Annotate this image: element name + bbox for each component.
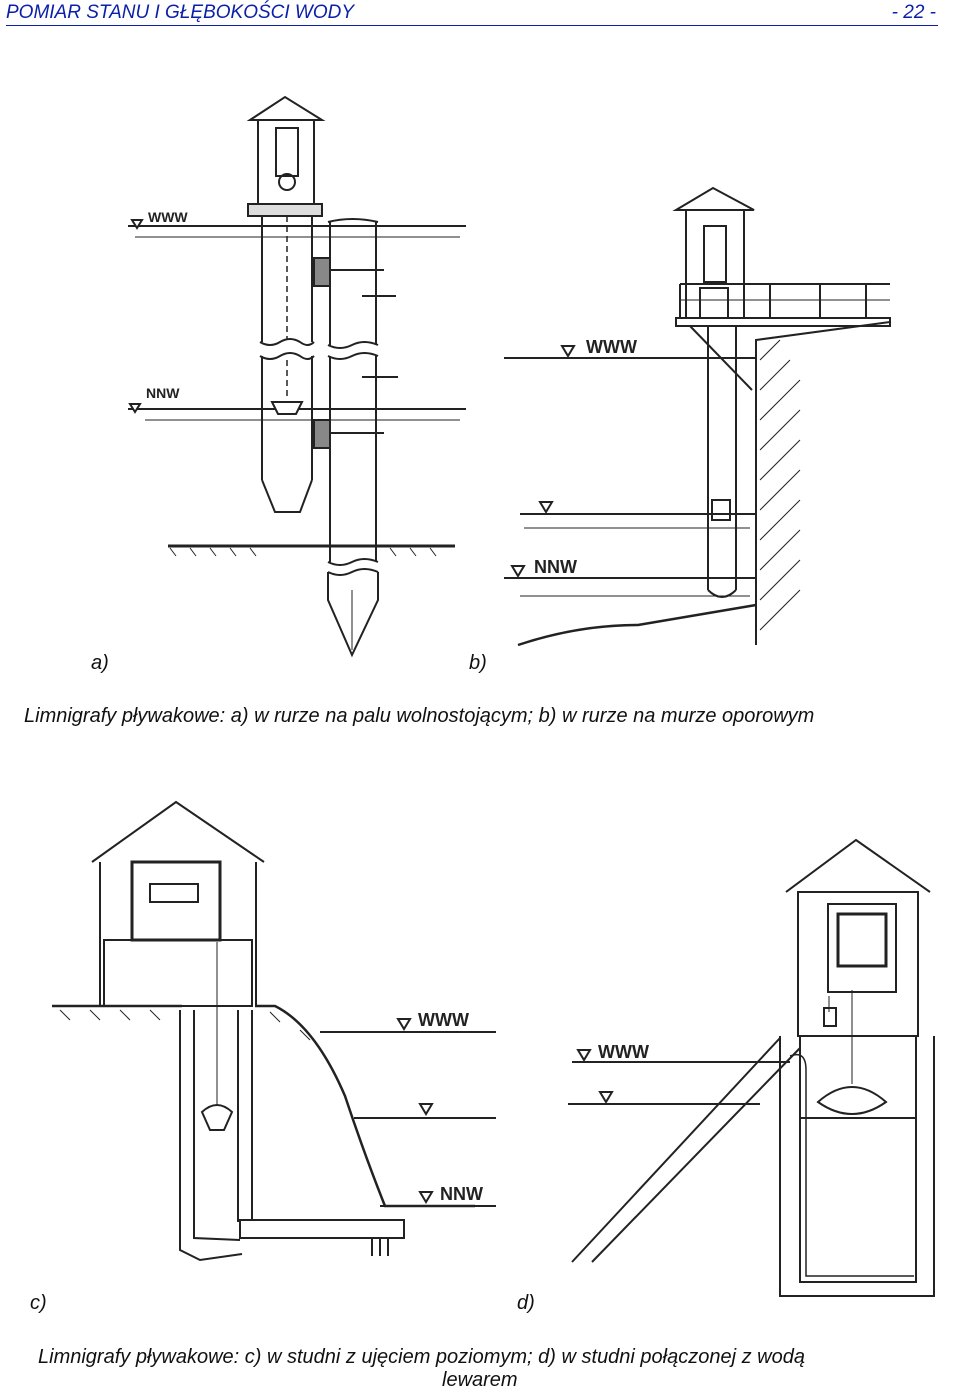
caption-bottom-line2: lewarem [442,1369,518,1391]
header-rule [6,25,938,26]
figure-b-label: b) [469,652,487,674]
figure-b-nnw-label: NNW [534,557,577,577]
figure-a-nnw-label: NNW [146,385,180,401]
caption-bottom-line1: Limnigrafy pływakowe: c) w studni z ujęc… [38,1346,805,1368]
figure-c-nnw-label: NNW [440,1184,483,1204]
figure-c-label: c) [30,1292,47,1314]
figure-c-www-label: WWW [418,1010,469,1030]
figure-d-label: d) [517,1292,535,1314]
figure-a-www-label: WWW [148,209,188,225]
figure-d-www-label: WWW [598,1042,649,1062]
figure-b-www-label: WWW [586,337,637,357]
page-number: - 22 - [891,2,936,23]
header-title: POMIAR STANU I GŁĘBOKOŚCI WODY [6,2,355,23]
figure-a-label: a) [91,652,109,674]
caption-top: Limnigrafy pływakowe: a) w rurze na palu… [24,705,815,727]
